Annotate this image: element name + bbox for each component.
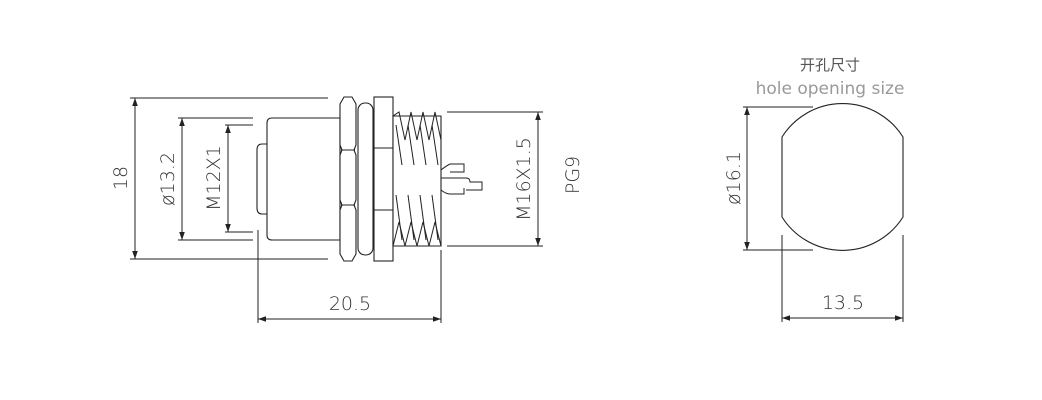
- length-dim-label: 20.5: [329, 293, 371, 315]
- hex-nut: [339, 96, 357, 262]
- hole-diameter-dim-label: ø16.1: [723, 151, 745, 205]
- height-dim-label: 18: [110, 166, 132, 190]
- hole-title-cn: 开孔尺寸: [800, 56, 860, 74]
- hole-title-en: hole opening size: [756, 79, 905, 99]
- body-diameter-dim-label: ø13.2: [157, 152, 179, 206]
- hole-width-dim-label: 13.5: [822, 292, 864, 314]
- cylinder: [266, 117, 341, 241]
- thread-standard-label: PG9: [562, 156, 584, 194]
- pins: [440, 163, 483, 195]
- washer: [357, 102, 374, 256]
- side-view: 18 ø13.2 M12X1 M16X1.5 PG9 20.5: [110, 96, 584, 323]
- dimension-lines: [132, 98, 541, 322]
- hole-view: 开孔尺寸 hole opening size ø16.1 13.5: [723, 56, 904, 322]
- extension-lines: [130, 97, 543, 323]
- thread: [392, 111, 442, 247]
- front-thread-dim-label: M12X1: [203, 145, 225, 211]
- hole-dimension-lines: [743, 106, 904, 322]
- hole-outline: [781, 103, 904, 251]
- flange: [373, 96, 394, 262]
- rear-thread-dim-label: M16X1.5: [513, 137, 535, 221]
- front-face: [256, 143, 269, 215]
- connector-body: [256, 96, 483, 262]
